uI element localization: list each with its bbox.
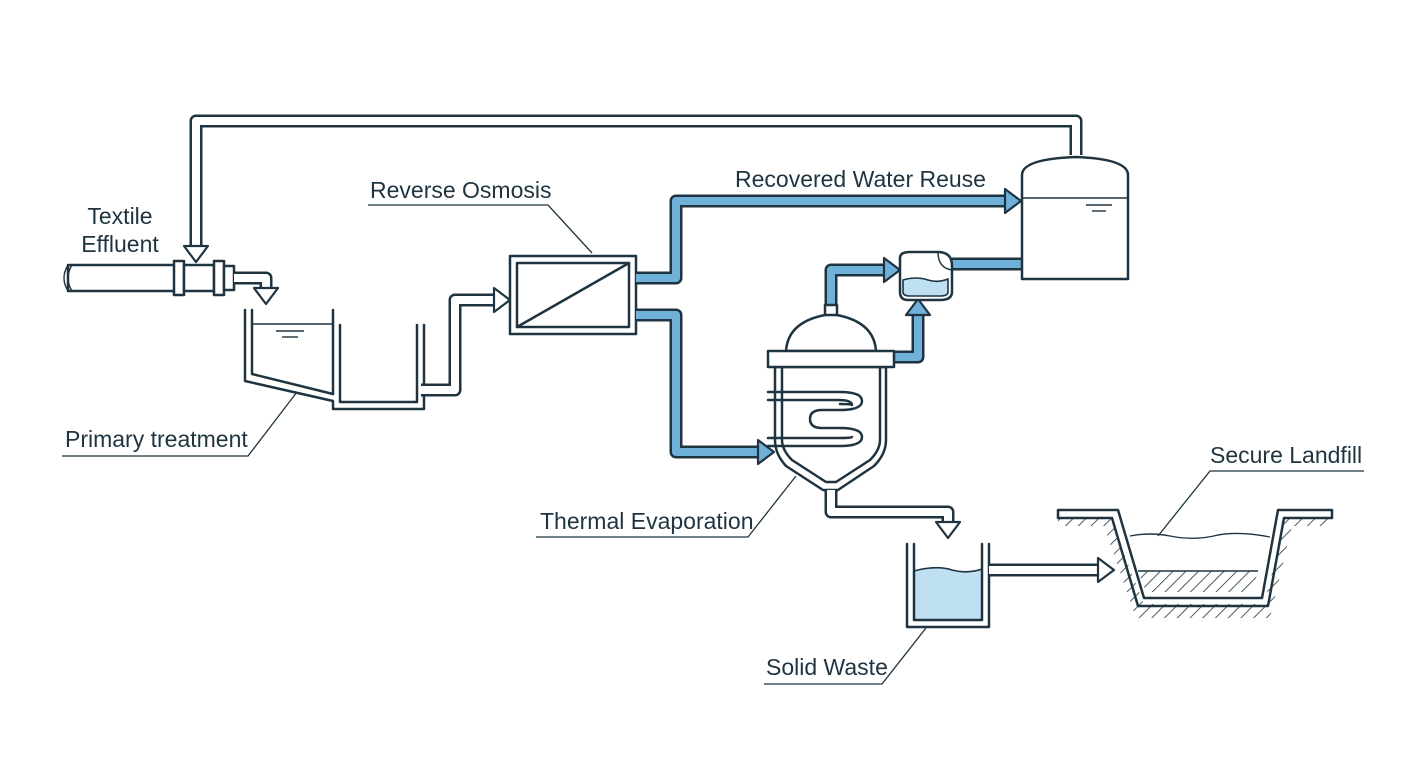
to-landfill-arrow-head [1096,556,1116,584]
to-solid-waste-arrow-head [934,520,962,540]
permeate-pipe [636,187,1023,285]
solid-waste-container [905,542,1116,629]
storage-tank [1020,155,1130,281]
secure-landfill [1056,508,1334,618]
condensate-return-pipe [880,297,932,364]
recovered-water-reuse-label: Recovered Water Reuse [735,166,986,192]
to-storage-arrow-head [1003,187,1023,215]
primary-treatment-tanks [243,286,512,411]
reverse-osmosis-label: Reverse Osmosis [370,177,551,203]
concentrate-pipe [636,308,776,466]
condensate-arrow-head [904,297,932,317]
textile-effluent-label-line1: Textile [87,203,152,229]
condenser [898,250,954,302]
recycle-return-pipe [182,114,1083,264]
to-condenser-arrow-head [882,256,902,284]
reverse-osmosis-unit [508,254,638,336]
thermal-evaporation-leader [536,475,797,538]
textile-effluent-label-line2: Effluent [81,231,159,257]
recycle-arrow-head [182,244,210,264]
thermal-evaporator [766,303,962,540]
secure-landfill-leader [1157,470,1364,537]
solid-waste-label: Solid Waste [766,654,888,680]
inlet-pipe [63,259,280,306]
to-ro-arrow-head [492,286,512,314]
secure-landfill-label: Secure Landfill [1210,442,1362,468]
thermal-evaporation-label: Thermal Evaporation [540,508,754,534]
solid-waste-leader [764,627,927,685]
reverse-osmosis-leader [368,204,593,254]
primary-treatment-label: Primary treatment [65,426,248,452]
inlet-arrow-head [252,286,280,306]
primary-treatment-leader [62,391,298,457]
to-evaporator-arrow-head [756,438,776,466]
